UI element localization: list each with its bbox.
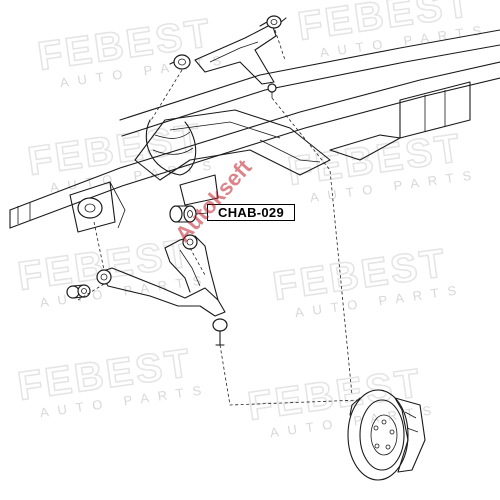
- febest-watermark-8: FEBEST AUTO PARTS: [244, 360, 441, 440]
- febest-watermark-4: FEBEST AUTO PARTS: [284, 125, 481, 205]
- upper-control-arm: [169, 15, 287, 98]
- bushing-chab-029: [169, 205, 208, 223]
- febest-watermark-5: FEBEST AUTO PARTS: [14, 230, 211, 310]
- upper-arm-rear-bushing: [259, 15, 287, 29]
- febest-watermark-6: FEBEST AUTO PARTS: [269, 240, 466, 320]
- febest-watermark-2: FEBEST AUTO PARTS: [294, 0, 491, 60]
- febest-watermark-1: FEBEST AUTO PARTS: [34, 10, 231, 90]
- febest-watermark-group: FEBEST AUTO PARTS FEBEST AUTO PARTS FEBE…: [14, 0, 491, 440]
- part-number-label: CHAB-029: [207, 204, 295, 221]
- part-number-text: CHAB-029: [218, 205, 284, 220]
- febest-watermark-7: FEBEST AUTO PARTS: [14, 340, 211, 420]
- leader-lines: [77, 29, 361, 406]
- lower-arm-rear-bushing: [96, 269, 112, 285]
- lower-ball-joint: [212, 318, 228, 346]
- detached-bushing-left: [66, 284, 91, 299]
- wheel-hub-assembly: [347, 389, 426, 481]
- vehicle-frame: [9, 29, 500, 233]
- upper-arm-front-bushing: [169, 54, 191, 70]
- lower-control-arm: [96, 234, 226, 317]
- lower-arm-front-bushing: [182, 234, 198, 250]
